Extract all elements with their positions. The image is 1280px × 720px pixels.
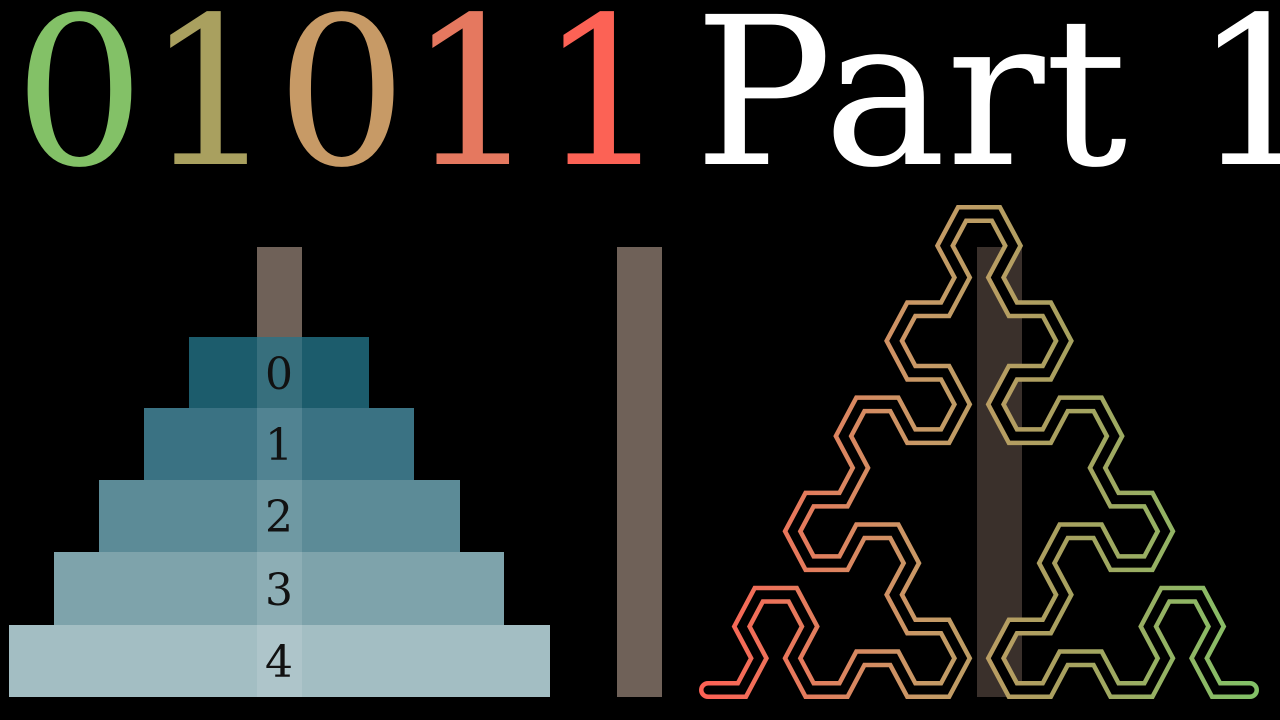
- peg-overlay: [257, 337, 302, 697]
- fractal-group: [699, 205, 1259, 699]
- binary-digit: 1: [538, 0, 670, 213]
- disk-3: [54, 552, 504, 625]
- disk-1: [144, 408, 414, 480]
- disk-label-0: 0: [265, 349, 293, 400]
- disk-2: [99, 480, 460, 552]
- middle-peg: [617, 247, 662, 697]
- binary-digit: 0: [276, 0, 408, 213]
- disk-label-3: 3: [265, 565, 293, 616]
- binary-digit: 0: [14, 0, 146, 213]
- disk-label-2: 2: [265, 492, 293, 543]
- disk-0: [189, 337, 369, 408]
- disk-label-1: 1: [265, 420, 293, 471]
- curve-outline: [699, 205, 1259, 699]
- disk-4: [9, 625, 550, 697]
- binary-digit: 1: [407, 0, 539, 213]
- binary-number-title: 01011: [14, 0, 669, 196]
- curve-inner: [703, 209, 1255, 695]
- binary-digit: 1: [145, 0, 277, 213]
- part-title: Part 1: [694, 0, 1280, 213]
- disk-label-4: 4: [265, 637, 293, 688]
